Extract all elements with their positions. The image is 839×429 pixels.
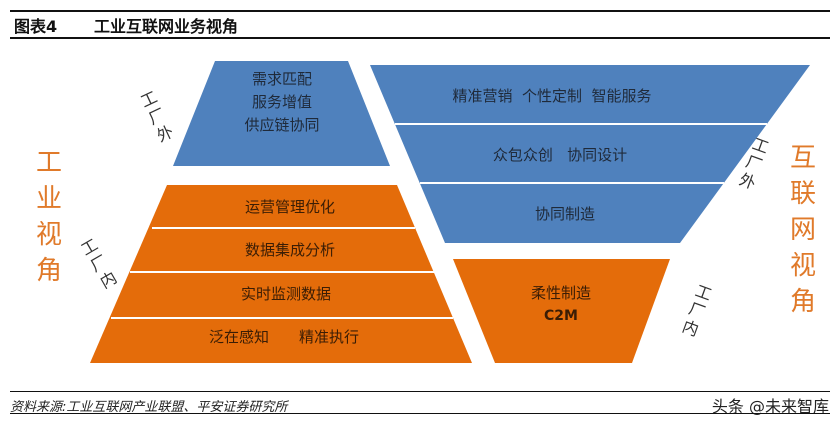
watermark: 头条 @未来智库 — [711, 397, 829, 416]
figure-number: 图表4 — [14, 17, 58, 36]
internet-outside-shape: 精准营销 个性定制 智能服务 众包众创 协同设计 协同制造 — [370, 65, 810, 243]
industry-inside-layer-3: 实时监测数据 — [241, 285, 331, 303]
industry-perspective-label: 工业视角 — [35, 148, 62, 286]
internet-outside-layer-3: 协同制造 — [535, 205, 595, 223]
figure-title: 工业互联网业务视角 — [94, 17, 239, 36]
internet-inside-line-1: 柔性制造 — [531, 284, 591, 302]
industry-inside-layer-4: 泛在感知 精准执行 — [209, 328, 359, 346]
source-note: 资料来源:工业互联网产业联盟、平安证券研究所 — [10, 400, 288, 415]
top-rule — [10, 10, 830, 12]
internet-outside-layer-1: 精准营销 个性定制 智能服务 — [452, 87, 651, 105]
footer-top-rule — [10, 391, 830, 392]
industry-outside-shape: 需求匹配 服务增值 供应链协同 — [173, 61, 390, 166]
industry-inside-layer-1: 运营管理优化 — [245, 198, 335, 216]
figure-header: 图表4 工业互联网业务视角 — [14, 13, 238, 37]
industry-outside-line-3: 供应链协同 — [244, 116, 319, 134]
internet-outside-layer-2: 众包众创 协同设计 — [493, 146, 627, 164]
header-rule — [10, 37, 830, 39]
internet-inside-line-2: C2M — [544, 308, 578, 324]
industry-inside-shape: 运营管理优化 数据集成分析 实时监测数据 泛在感知 精准执行 — [90, 185, 472, 363]
industry-outside-line-2: 服务增值 — [252, 93, 312, 111]
internet-inside-shape: 柔性制造 C2M — [453, 259, 670, 363]
industry-inside-layer-2: 数据集成分析 — [245, 241, 335, 259]
footer-bottom-rule — [10, 413, 830, 414]
internet-perspective-label: 互联网视角 — [789, 143, 816, 317]
industry-outside-line-1: 需求匹配 — [252, 70, 312, 88]
